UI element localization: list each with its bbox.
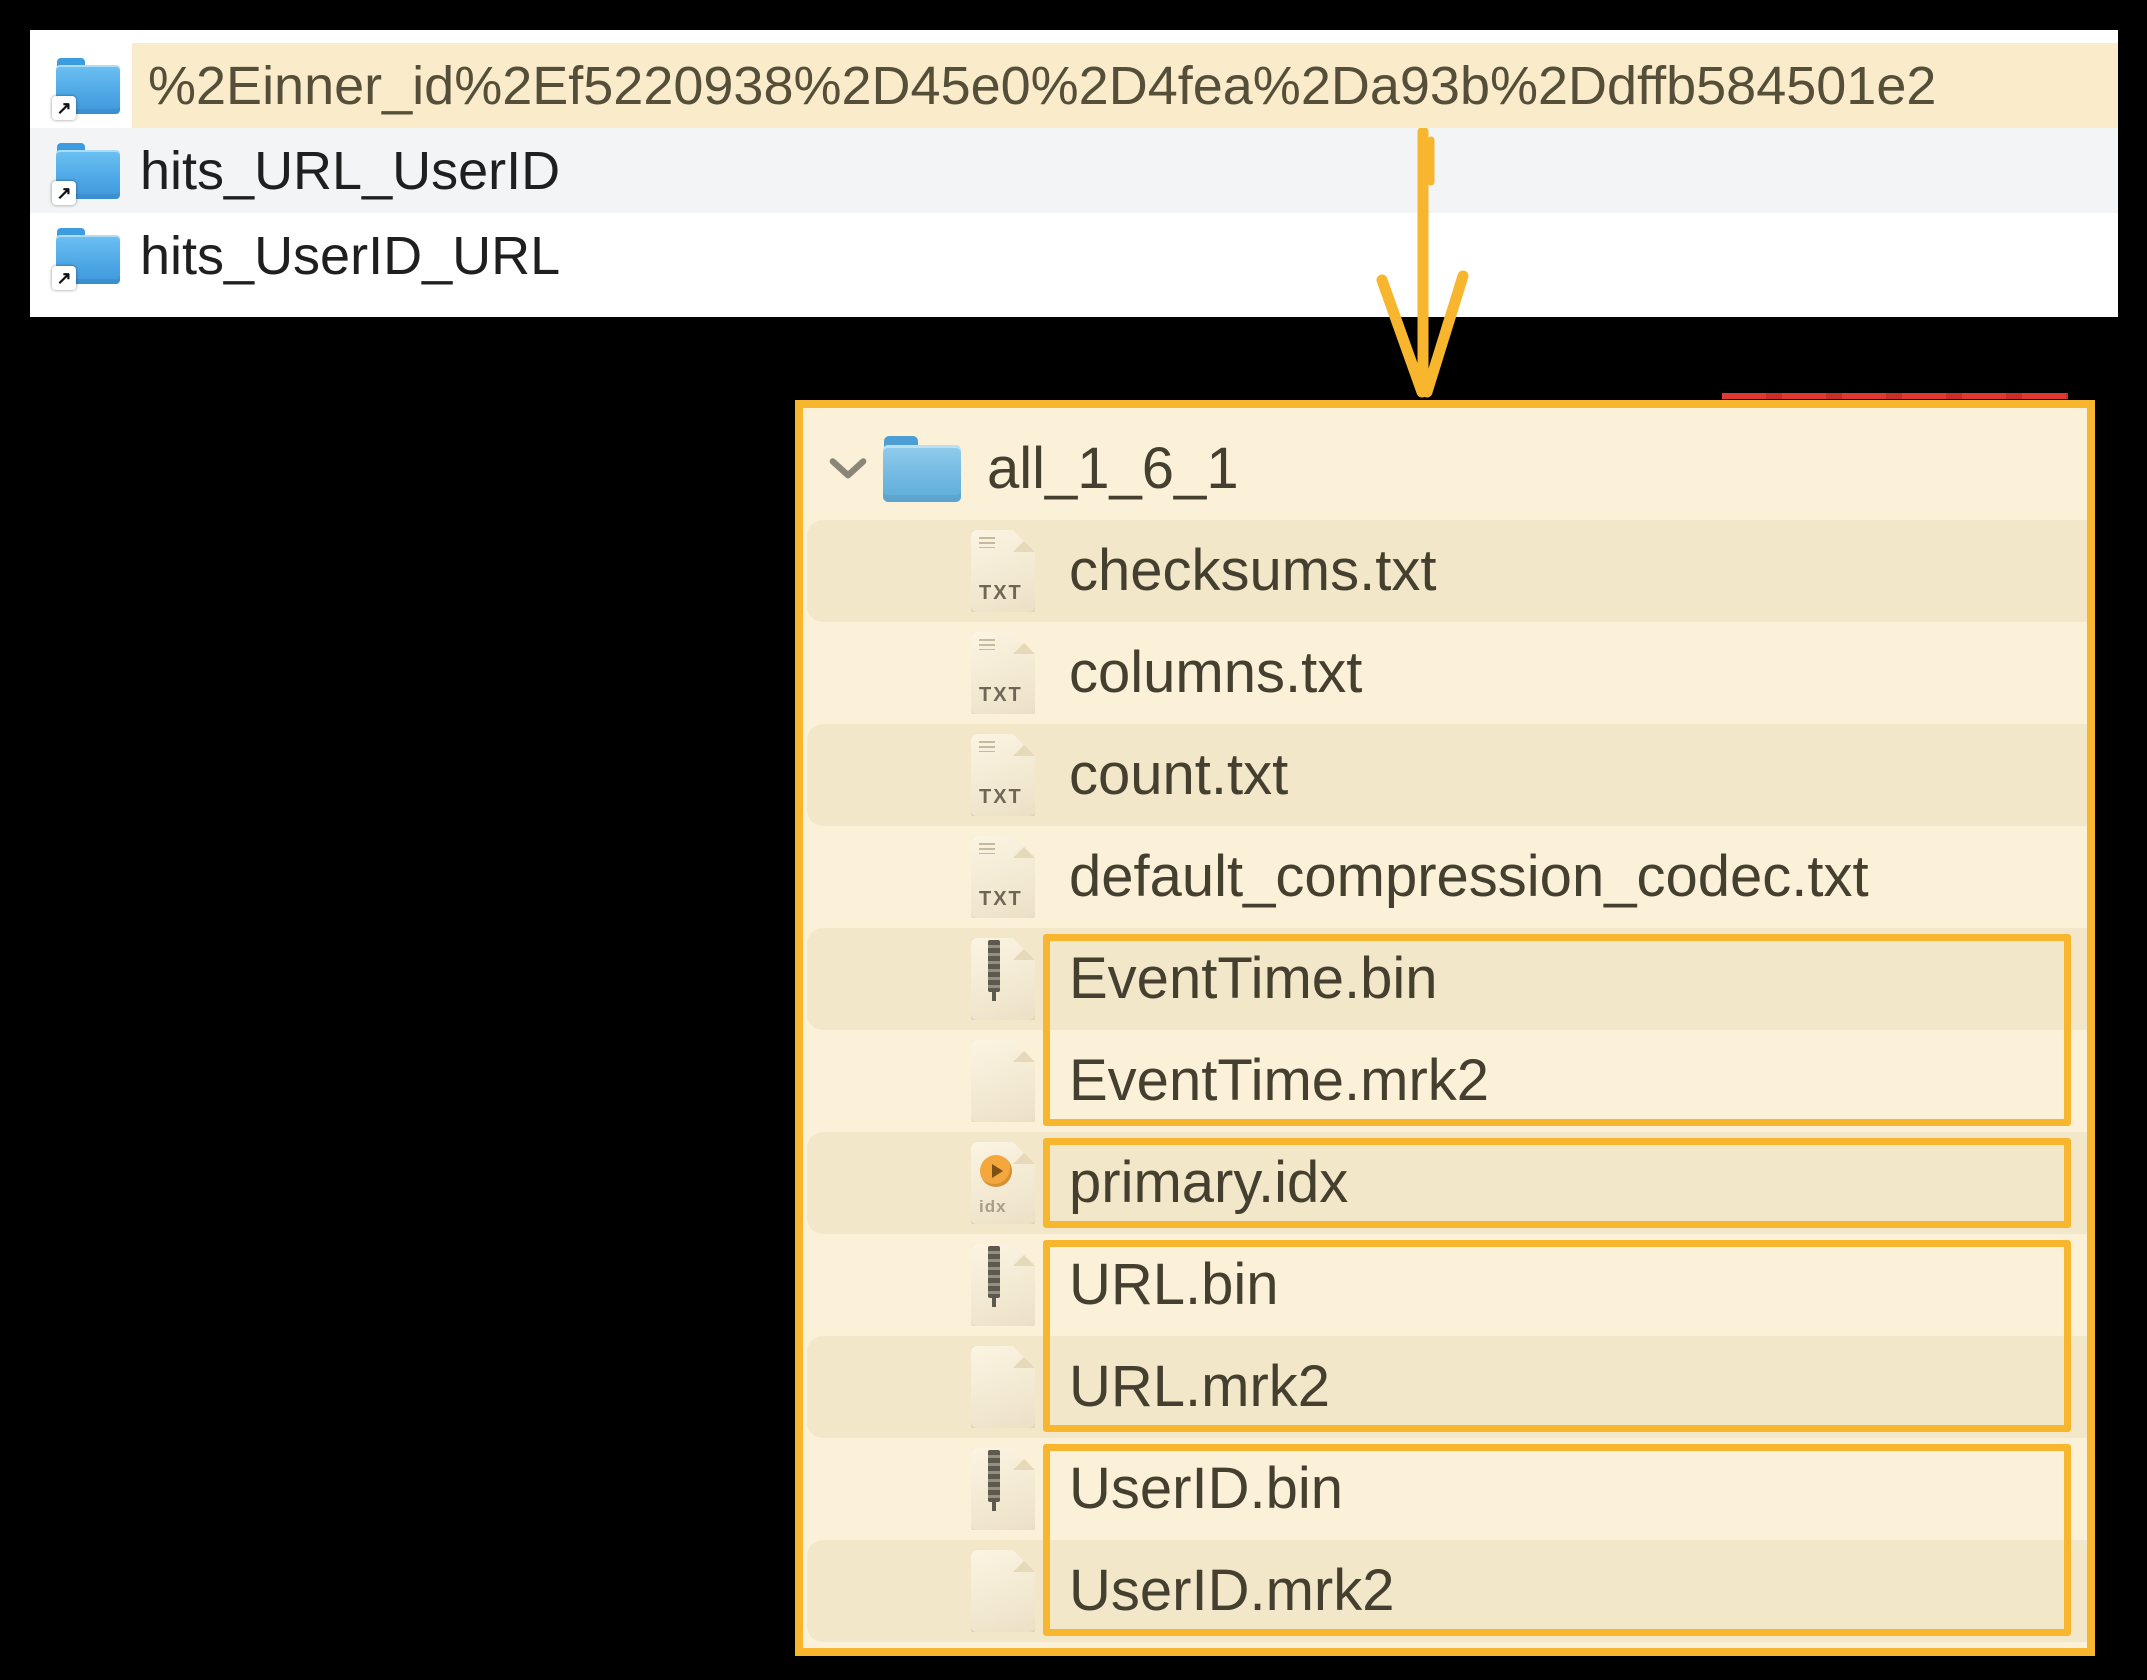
text-preview-lines [979,843,995,854]
file-row[interactable]: idx primary.idx [807,1132,2087,1234]
flow-arrow-down-icon [1376,128,1469,398]
finder-list-panel: %2Einner_id%2Ef5220938%2D45e0%2D4fea%2Da… [30,30,2118,317]
file-row[interactable]: TXT count.txt [807,724,2087,826]
document-shape: TXT [971,836,1035,918]
file-name-label: UserID.bin [1069,1456,1343,1521]
doc-file-icon [971,1346,1035,1428]
document-shape [971,1040,1035,1122]
alias-arrow-badge [52,180,76,205]
finder-row[interactable]: hits_URL_UserID [30,128,2118,213]
txt-file-icon: TXT [971,836,1035,918]
bin-file-icon [971,1244,1035,1326]
file-name-label: URL.mrk2 [1069,1354,1331,1419]
document-shape [971,1550,1035,1632]
idx-file-icon: idx [971,1142,1035,1224]
folder-alias-icon [52,226,120,290]
file-row[interactable]: URL.bin [807,1234,2087,1336]
part-folder-row[interactable]: all_1_6_1 [807,418,2087,520]
chevron-down-icon[interactable] [829,457,867,481]
file-row[interactable]: EventTime.mrk2 [807,1030,2087,1132]
txt-file-icon: TXT [971,530,1035,612]
binary-zipper-detail [988,1450,1000,1502]
file-name-label: primary.idx [1069,1150,1349,1215]
file-name-label: URL.bin [1069,1252,1279,1317]
file-row[interactable]: TXT columns.txt [807,622,2087,724]
index-dot-detail [980,1155,1012,1187]
file-row[interactable]: UserID.mrk2 [807,1540,2087,1642]
alias-arrow-badge [52,265,76,290]
bin-file-icon [971,1448,1035,1530]
binary-zipper-detail [988,1246,1000,1298]
finder-row[interactable]: hits_UserID_URL [30,213,2118,298]
folder-alias-icon [52,56,120,120]
folder-body [883,445,961,502]
file-row[interactable]: URL.mrk2 [807,1336,2087,1438]
txt-extension-badge: TXT [979,684,1023,706]
text-preview-lines [979,639,995,650]
finder-row[interactable]: %2Einner_id%2Ef5220938%2D45e0%2D4fea%2Da… [30,43,2118,128]
document-shape [971,1346,1035,1428]
text-preview-lines [979,741,995,752]
document-shape: idx [971,1142,1035,1224]
file-name-label: default_compression_codec.txt [1069,844,1869,909]
file-name-label: UserID.mrk2 [1069,1558,1395,1623]
file-name-label: checksums.txt [1069,538,1437,603]
document-shape [971,1244,1035,1326]
alias-arrow-badge [52,95,76,120]
file-name-label: columns.txt [1069,640,1363,705]
document-shape: TXT [971,530,1035,612]
red-artifact-line [1722,393,2068,399]
folder-name-label: %2Einner_id%2Ef5220938%2D45e0%2D4fea%2Da… [148,55,1937,116]
txt-extension-badge: TXT [979,582,1023,604]
document-shape: TXT [971,632,1035,714]
file-name-label: EventTime.mrk2 [1069,1048,1490,1113]
folder-name-label: hits_URL_UserID [140,140,561,201]
document-shape [971,1448,1035,1530]
text-preview-lines [979,537,995,548]
folder-icon [883,436,961,502]
selected-row-highlight: %2Einner_id%2Ef5220938%2D45e0%2D4fea%2Da… [132,43,2118,128]
file-row[interactable]: EventTime.bin [807,928,2087,1030]
doc-file-icon [971,1040,1035,1122]
bin-file-icon [971,938,1035,1020]
doc-file-icon [971,1550,1035,1632]
file-row[interactable]: UserID.bin [807,1438,2087,1540]
binary-zipper-detail [988,940,1000,992]
txt-extension-badge: TXT [979,888,1023,910]
txt-extension-badge: TXT [979,786,1023,808]
folder-name-label: hits_UserID_URL [140,225,561,286]
part-folder-name-label: all_1_6_1 [987,436,1239,501]
file-name-label: count.txt [1069,742,1289,807]
file-row[interactable]: TXT default_compression_codec.txt [807,826,2087,928]
txt-file-icon: TXT [971,734,1035,816]
file-name-label: EventTime.bin [1069,946,1438,1011]
txt-file-icon: TXT [971,632,1035,714]
document-shape [971,938,1035,1020]
idx-extension-badge: idx [979,1197,1007,1216]
file-row[interactable]: TXT checksums.txt [807,520,2087,622]
folder-alias-icon [52,141,120,205]
document-shape: TXT [971,734,1035,816]
